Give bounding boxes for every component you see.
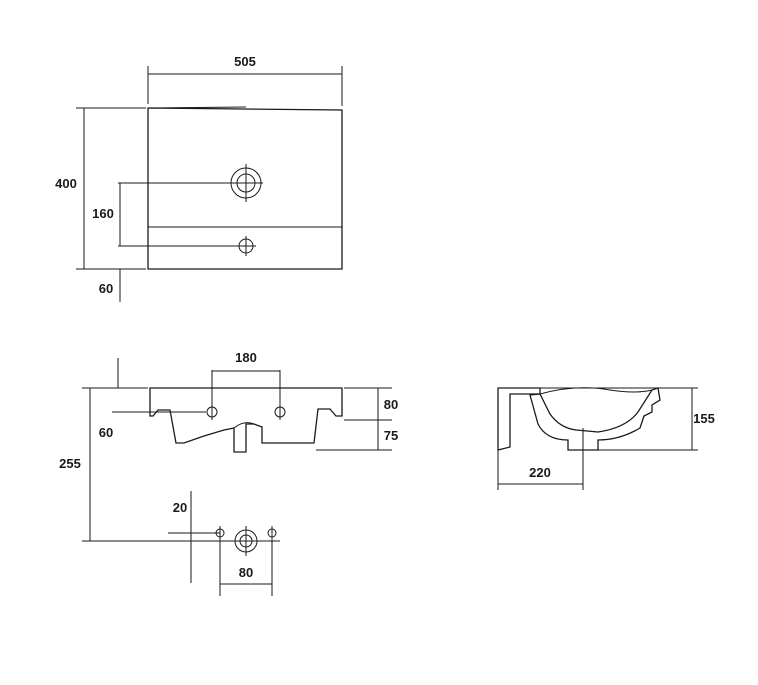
- bowl-curve: [539, 387, 653, 395]
- front-hole-spacing-label: 180: [235, 350, 257, 365]
- basin-outline-front: [149, 387, 343, 453]
- height-label: 400: [55, 176, 77, 191]
- dim-front-hole-spacing-180: 180: [212, 350, 280, 372]
- dim-drain-spacing-80: 80: [220, 565, 272, 585]
- drain-side-hole-left: [215, 526, 225, 596]
- drain-hole: [234, 526, 258, 556]
- overflow-hole: [118, 236, 256, 256]
- drain-side-hole-right: [267, 526, 277, 596]
- dim-depth-155: 155: [598, 387, 715, 451]
- section-bowl: [529, 387, 661, 451]
- dim-total-height-255: 255: [59, 387, 148, 541]
- side-section: 155 220: [497, 387, 715, 490]
- dim-hole-spacing-160: 160: [92, 183, 121, 246]
- dim-rim-80: 80 75: [316, 387, 398, 451]
- dim-offset-60-top: 60: [99, 269, 121, 302]
- drain-distance-label: 220: [529, 465, 551, 480]
- basin-outline-top: [147, 107, 343, 270]
- depth-label: 155: [693, 411, 715, 426]
- rim-label: 80: [384, 397, 398, 412]
- dim-drain-220: 220: [497, 450, 583, 490]
- section-back-wall: [497, 387, 541, 451]
- offset-label-front: 60: [99, 425, 113, 440]
- dim-offset-60-front: 60: [99, 358, 206, 440]
- tap-hole: [118, 164, 263, 202]
- dim-width-505: 505: [147, 54, 343, 106]
- dim-height-400: 400: [55, 107, 146, 270]
- hole-spacing-label: 160: [92, 206, 114, 221]
- front-view: 180 80 75 60 255: [59, 350, 398, 541]
- bowl-label: 75: [384, 428, 398, 443]
- drain-detail: 20 80: [82, 491, 280, 596]
- front-hole-right: [274, 370, 286, 420]
- drain-spacing-label: 80: [239, 565, 253, 580]
- total-height-label: 255: [59, 456, 81, 471]
- dim-drain-offset-20: 20: [173, 491, 192, 583]
- drain-offset-label: 20: [173, 500, 187, 515]
- width-label: 505: [234, 54, 256, 69]
- top-view: 505 400 160 60: [55, 54, 343, 302]
- offset-label-top: 60: [99, 281, 113, 296]
- front-hole-left: [206, 370, 218, 420]
